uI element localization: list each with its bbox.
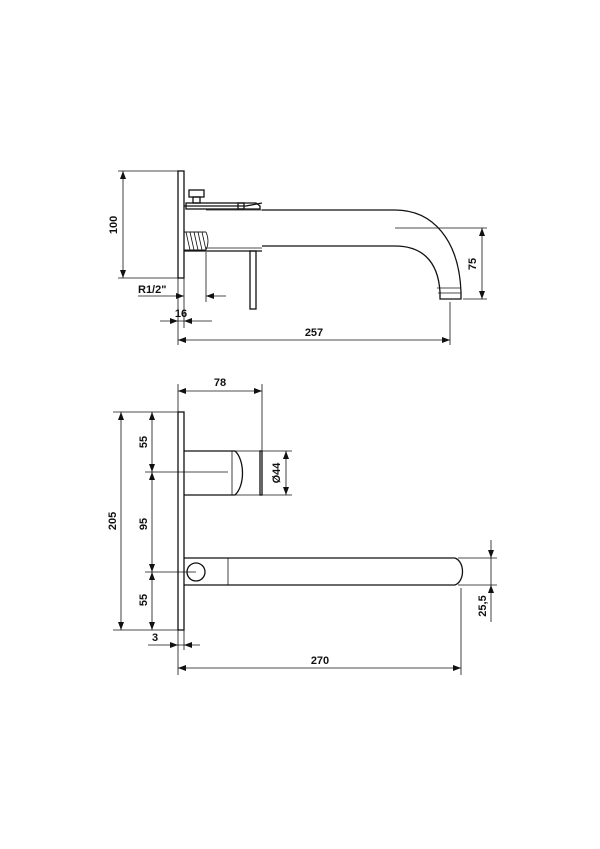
dim-spout-width [458,540,497,622]
dim-spout-length [177,588,462,675]
dim-depth-label: 78 [214,377,226,389]
spout [262,209,462,300]
dim-offset [160,278,212,328]
dim-offset-label: 16 [175,308,187,320]
dim-length-label: 257 [305,327,323,339]
cartridge-stem [249,250,257,310]
side-view: 100 R1/2" 16 75 [108,170,487,345]
dim-upper-label: 55 [138,436,150,448]
dim-total-height-label: 205 [107,512,119,530]
top-view: 78 55 95 55 205 [107,377,497,675]
dim-thread-label: R1/2" [138,284,166,296]
dim-depth [177,384,263,451]
wall-plate-top [177,411,185,631]
wall-plate [177,170,185,279]
dim-length [177,302,451,345]
dim-middle-label: 95 [138,518,150,530]
dim-diameter-label: Ø44 [271,462,283,484]
mixer-body [184,189,263,252]
mixer-cylinder [184,450,263,496]
dim-plate [148,630,200,660]
spout-top [184,557,464,586]
dim-plate-label: 3 [152,632,158,644]
dim-height-side-label: 100 [108,216,120,234]
dim-spout-length-label: 270 [311,655,329,667]
dim-spout-width-label: 25,5 [477,595,489,616]
dim-diameter [262,450,292,496]
dim-drop [395,227,487,300]
threaded-inlet [184,231,206,251]
dim-height-side [118,170,178,279]
dim-lower-label: 55 [138,594,150,606]
dim-drop-label: 75 [467,258,479,270]
dim-chain-left [113,411,228,631]
